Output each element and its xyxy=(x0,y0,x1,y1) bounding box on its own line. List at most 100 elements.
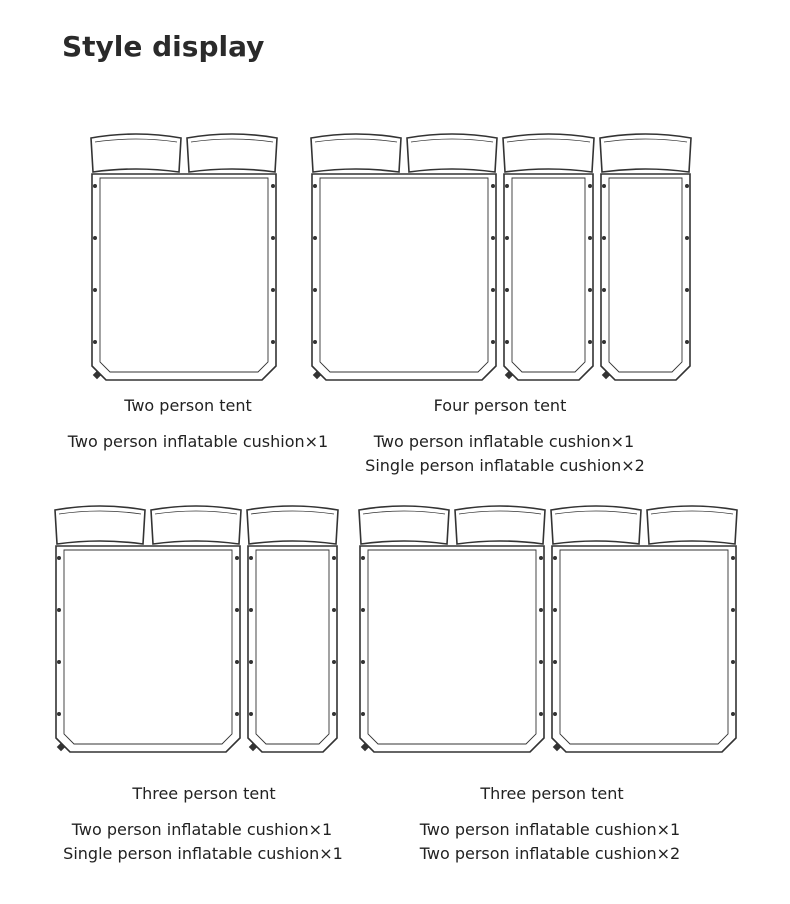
cushion-body xyxy=(503,173,594,381)
pillow xyxy=(186,133,278,173)
pillow xyxy=(246,505,339,545)
snap-button xyxy=(731,712,735,716)
snap-button xyxy=(93,340,97,344)
pillow-seam xyxy=(554,510,638,515)
four-person-tent-figure xyxy=(308,128,698,388)
pillow-seam xyxy=(650,510,734,515)
snap-button xyxy=(602,236,606,240)
panel-1-tent-label: Two person tent xyxy=(124,396,252,415)
snap-button xyxy=(539,608,543,612)
cushion-drawing xyxy=(310,133,692,381)
snap-button xyxy=(685,236,689,240)
three-person-tent-2-figure xyxy=(356,500,742,760)
pillow xyxy=(599,133,692,173)
valve-marker xyxy=(601,370,611,380)
snap-button xyxy=(57,712,61,716)
pillow-seam xyxy=(94,138,178,143)
cushion-inner-outline xyxy=(559,549,729,745)
panel-4-cushion-2: Two person inflatable cushion×2 xyxy=(419,844,681,863)
cushion-inner-outline xyxy=(99,177,269,373)
snap-button xyxy=(271,184,275,188)
valve-marker xyxy=(504,370,514,380)
panel-2-cushion-2: Single person inflatable cushion×2 xyxy=(365,456,645,475)
snap-button xyxy=(271,236,275,240)
valve-marker xyxy=(312,370,322,380)
valve-marker xyxy=(92,370,102,380)
snap-button xyxy=(685,288,689,292)
snap-button xyxy=(271,288,275,292)
cushion-inner-outline xyxy=(367,549,537,745)
snap-button xyxy=(249,608,253,612)
snap-button xyxy=(249,660,253,664)
snap-button xyxy=(249,556,253,560)
snap-button xyxy=(731,660,735,664)
snap-button xyxy=(57,608,61,612)
snap-button xyxy=(249,712,253,716)
snap-button xyxy=(235,556,239,560)
pillow xyxy=(406,133,498,173)
snap-button xyxy=(685,340,689,344)
pillow-seam xyxy=(603,138,688,143)
snap-button xyxy=(602,340,606,344)
snap-button xyxy=(332,556,336,560)
snap-button xyxy=(553,660,557,664)
cushion-inner-outline xyxy=(608,177,683,373)
pillow-seam xyxy=(458,510,542,515)
cushion-inner-outline xyxy=(255,549,330,745)
snap-button xyxy=(313,340,317,344)
snap-button xyxy=(235,660,239,664)
pillow-seam xyxy=(154,510,238,515)
snap-button xyxy=(93,288,97,292)
snap-button xyxy=(313,236,317,240)
pillow xyxy=(502,133,595,173)
pillow xyxy=(150,505,242,545)
snap-button xyxy=(505,236,509,240)
pillow-seam xyxy=(58,510,142,515)
snap-button xyxy=(602,288,606,292)
snap-button xyxy=(588,340,592,344)
cushion-drawing xyxy=(54,505,339,753)
snap-button xyxy=(539,556,543,560)
snap-button xyxy=(731,556,735,560)
pillow xyxy=(454,505,546,545)
snap-button xyxy=(553,712,557,716)
panel-2-cushion-1: Two person inflatable cushion×1 xyxy=(373,432,635,451)
snap-button xyxy=(491,184,495,188)
snap-button xyxy=(685,184,689,188)
snap-button xyxy=(505,288,509,292)
cushion-inner-outline xyxy=(63,549,233,745)
panel-3-cushion-2: Single person inflatable cushion×1 xyxy=(63,844,343,863)
snap-button xyxy=(491,340,495,344)
snap-button xyxy=(505,184,509,188)
cushion-body xyxy=(551,545,737,753)
panel-4-tent-label: Three person tent xyxy=(480,784,624,803)
snap-button xyxy=(332,712,336,716)
three-person-tent-figure xyxy=(52,500,344,760)
snap-button xyxy=(361,608,365,612)
panel-3-tent-label: Three person tent xyxy=(132,784,276,803)
panel-4-cushion-1: Two person inflatable cushion×1 xyxy=(419,820,681,839)
snap-button xyxy=(553,556,557,560)
cushion-inner-outline xyxy=(511,177,586,373)
snap-button xyxy=(235,712,239,716)
snap-button xyxy=(313,184,317,188)
snap-button xyxy=(731,608,735,612)
pillow-seam xyxy=(190,138,274,143)
snap-button xyxy=(93,236,97,240)
pillow-seam xyxy=(506,138,591,143)
page-title: Style display xyxy=(62,30,265,63)
pillow-seam xyxy=(362,510,446,515)
cushion-body xyxy=(600,173,691,381)
pillow xyxy=(358,505,450,545)
pillow-seam xyxy=(314,138,398,143)
pillow-seam xyxy=(250,510,335,515)
snap-button xyxy=(588,236,592,240)
cushion-drawing xyxy=(358,505,738,753)
snap-button xyxy=(602,184,606,188)
pillow xyxy=(54,505,146,545)
snap-button xyxy=(57,660,61,664)
cushion-body xyxy=(311,173,497,381)
pillow xyxy=(90,133,182,173)
snap-button xyxy=(588,184,592,188)
snap-button xyxy=(553,608,557,612)
